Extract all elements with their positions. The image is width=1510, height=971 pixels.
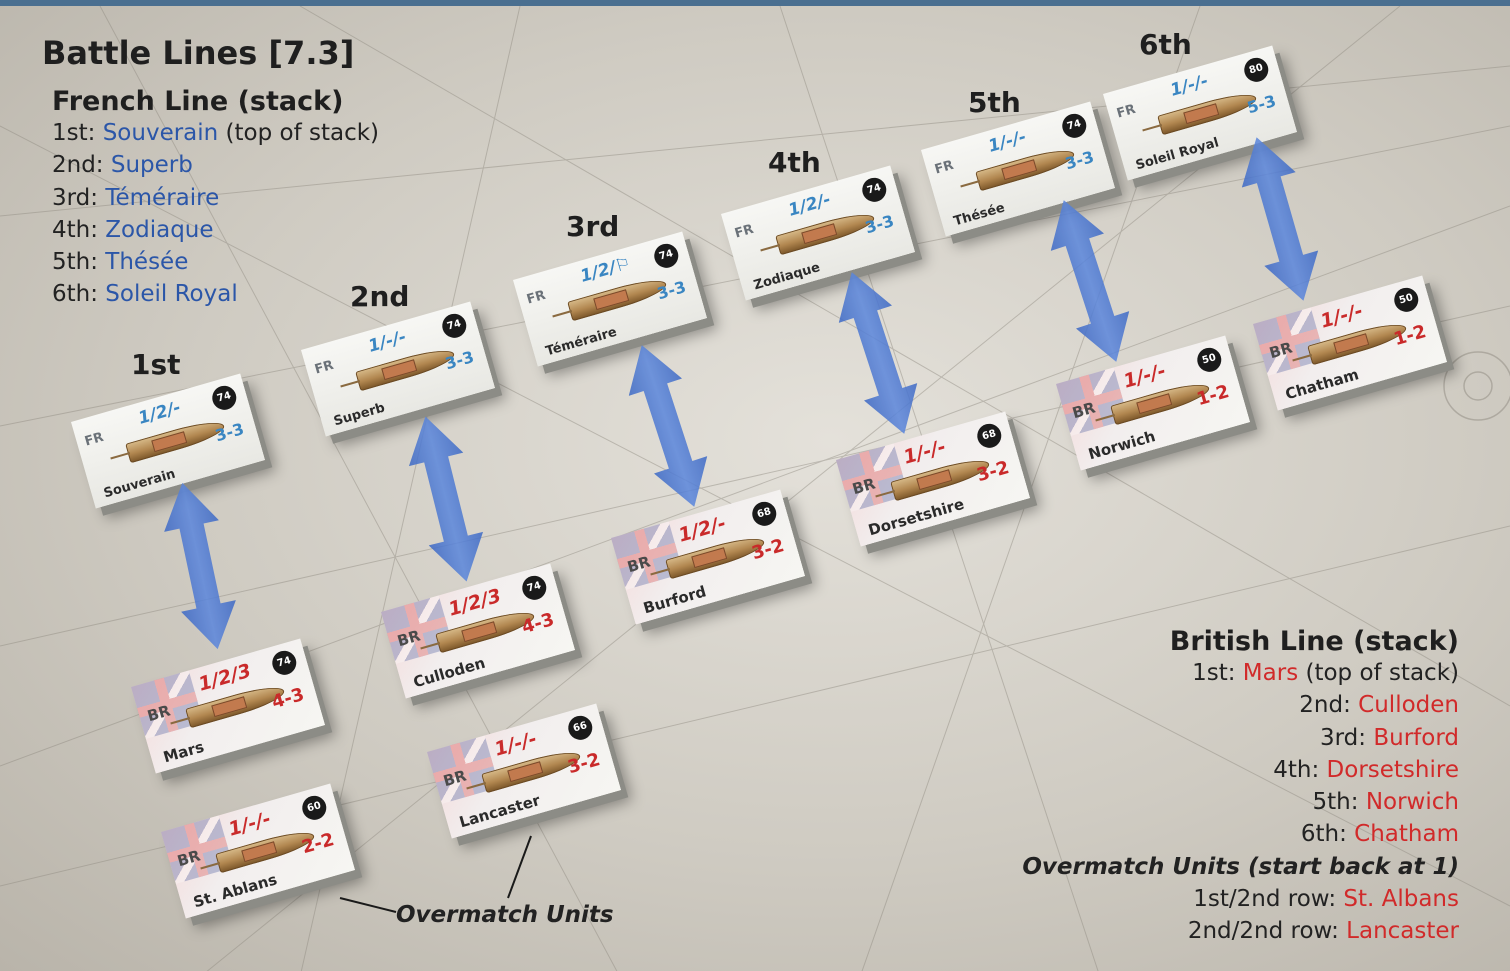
french-line-item: 4th: Zodiaque (52, 214, 379, 246)
guns-badge: 66 (565, 713, 595, 743)
french-line-item: 3rd: Téméraire (52, 182, 379, 214)
column-label-1st: 1st (131, 348, 181, 381)
guns-badge: 74 (1059, 111, 1089, 141)
guns-badge: 60 (299, 793, 329, 823)
british-line-item: 4th: Dorsetshire (1022, 754, 1459, 786)
column-label-2nd: 2nd (350, 280, 409, 313)
british-line-legend: British Line (stack) 1st: Mars (top of s… (1022, 626, 1459, 948)
british-line-item: 5th: Norwich (1022, 786, 1459, 818)
nationality-label: FR (313, 358, 335, 378)
column-label-5th: 5th (968, 86, 1021, 119)
overmatch-callout: Overmatch Units (396, 902, 614, 928)
ratings-label: 1/2/⚐ (578, 253, 633, 286)
british-line-item: 2nd: Culloden (1022, 689, 1459, 721)
column-label-6th: 6th (1139, 28, 1192, 61)
column-label-4th: 4th (768, 146, 821, 179)
nationality-label: FR (525, 288, 547, 308)
ratings-label: 1/2/- (786, 190, 833, 221)
ratings-label: 1/2/3 (196, 660, 254, 696)
british-line-item: 1st: Mars (top of stack) (1022, 657, 1459, 689)
ratings-label: 1/-/- (986, 127, 1028, 157)
ratings-label: 1/-/- (1318, 300, 1365, 333)
french-line-item: 5th: Thésée (52, 246, 379, 278)
overmatch-item: 2nd/2nd row: Lancaster (1022, 915, 1459, 947)
guns-badge: 50 (1194, 345, 1224, 375)
column-label-3rd: 3rd (566, 210, 619, 243)
guns-badge: 68 (974, 421, 1004, 451)
british-line-item: 3rd: Burford (1022, 722, 1459, 754)
guns-badge: 50 (1391, 285, 1421, 315)
british-line-heading: British Line (stack) (1022, 626, 1459, 657)
ratings-label: 1/2/- (136, 398, 183, 429)
guns-badge: 74 (859, 175, 889, 205)
guns-badge: 74 (439, 311, 469, 341)
guns-badge: 74 (651, 241, 681, 271)
french-line-item: 1st: Souverain (top of stack) (52, 117, 379, 149)
ratings-label: 1/-/- (492, 728, 539, 761)
french-line-heading: French Line (stack) (52, 86, 379, 117)
overmatch-heading: Overmatch Units (start back at 1) (1022, 851, 1459, 883)
ratings-label: 1/-/- (366, 327, 408, 357)
ratings-label: 1/-/- (226, 808, 273, 841)
guns-badge: 68 (749, 499, 779, 529)
french-line-legend: French Line (stack) 1st: Souverain (top … (52, 86, 379, 311)
guns-badge: 80 (1241, 55, 1271, 85)
nationality-label: FR (733, 222, 755, 242)
french-line-item: 2nd: Superb (52, 149, 379, 181)
nationality-label: FR (1115, 102, 1137, 122)
guns-badge: 74 (209, 383, 239, 413)
ratings-label: 1/-/- (1168, 71, 1210, 101)
nationality-label: FR (83, 430, 105, 450)
ratings-label: 1/2/3 (446, 585, 504, 621)
nationality-label: FR (933, 158, 955, 178)
page-title: Battle Lines [7.3] (42, 34, 354, 72)
ratings-label: 1/-/- (1121, 360, 1168, 393)
french-line-item: 6th: Soleil Royal (52, 278, 379, 310)
ratings-label: 1/2/- (676, 512, 728, 546)
british-line-item: 6th: Chatham (1022, 818, 1459, 850)
overmatch-item: 1st/2nd row: St. Albans (1022, 883, 1459, 915)
ratings-label: 1/-/- (901, 436, 948, 469)
guns-badge: 74 (519, 573, 549, 603)
guns-badge: 74 (269, 648, 299, 678)
